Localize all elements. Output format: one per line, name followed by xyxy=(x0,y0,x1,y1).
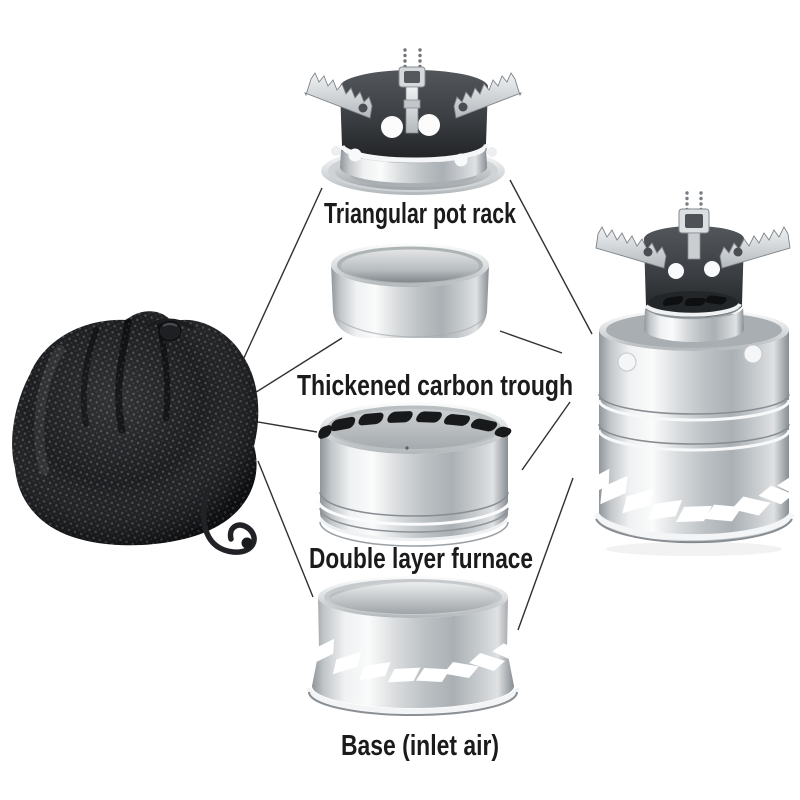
stove-vent-hole xyxy=(617,352,637,372)
base-air-inlets xyxy=(309,638,524,683)
label-base: Base (inlet air) xyxy=(341,730,499,762)
connector-line-bag-potrack xyxy=(242,187,323,361)
drawstring-cord xyxy=(200,487,257,555)
connector-line-bag-trough xyxy=(249,337,343,397)
furnace-image xyxy=(316,402,512,547)
connector-line-furnace-stove xyxy=(521,401,571,471)
stove-right-arm xyxy=(719,226,791,269)
mesh-bag-icon xyxy=(12,311,259,555)
stove-clasp xyxy=(678,191,710,260)
base-image xyxy=(306,576,524,716)
connector-lines xyxy=(242,179,593,631)
cord-knot xyxy=(241,537,253,549)
stove-vent-hole xyxy=(743,344,763,364)
pot-rack-hole xyxy=(418,114,440,136)
pot-rack-vent-hole xyxy=(348,148,362,162)
pot-rack-right-arm xyxy=(453,72,522,119)
furnace-air-slots xyxy=(318,411,512,439)
connector-line-bag-base xyxy=(257,460,314,598)
pot-rack-clasp xyxy=(398,48,426,134)
arm-pivot-pin xyxy=(643,247,653,257)
connector-line-potrack-stove xyxy=(509,179,593,335)
pot-rack-left-arm xyxy=(304,72,373,119)
connector-line-bag-furnace xyxy=(251,420,318,433)
label-carbon-trough: Thickened carbon trough xyxy=(297,370,573,402)
stove-hole xyxy=(668,263,684,279)
label-furnace: Double layer furnace xyxy=(309,543,533,575)
arm-pivot-pin xyxy=(733,247,743,257)
pot-rack-image xyxy=(304,48,522,195)
stove-left-arm xyxy=(595,226,667,269)
label-pot-rack: Triangular pot rack xyxy=(324,198,517,230)
arm-pivot-pin xyxy=(358,103,368,113)
stove-air-inlets xyxy=(594,468,800,523)
carbon-trough-image xyxy=(331,243,489,338)
connector-line-base-stove xyxy=(517,477,574,631)
arm-pivot-pin xyxy=(458,102,468,112)
connector-line-trough-stove xyxy=(499,330,563,354)
stove-hole xyxy=(704,261,720,277)
assembled-stove-image xyxy=(593,191,800,556)
pot-rack-vent-hole xyxy=(454,153,468,167)
pot-rack-hole xyxy=(381,116,403,138)
